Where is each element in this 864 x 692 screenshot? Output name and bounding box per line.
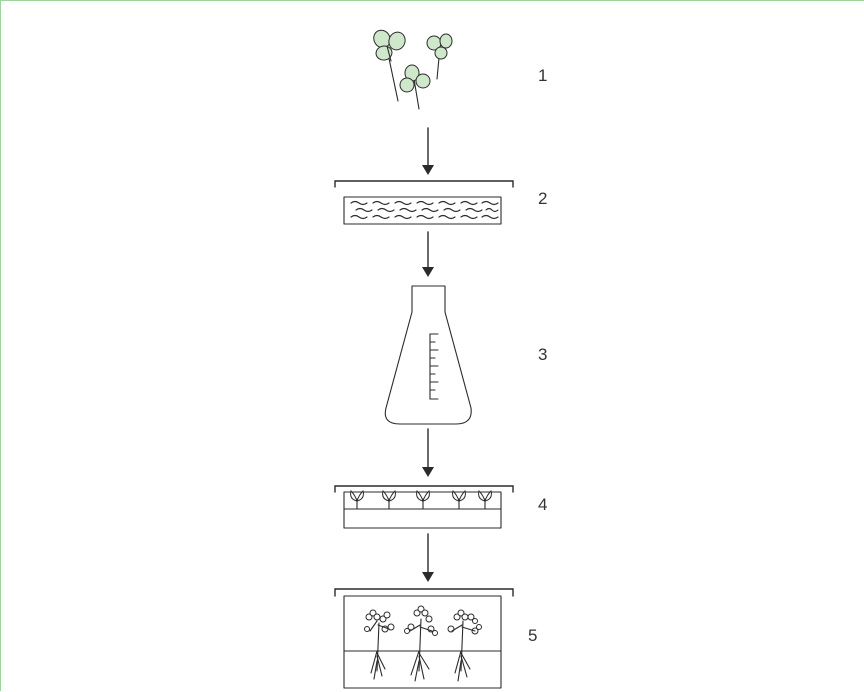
shoot-4 bbox=[452, 490, 466, 510]
tray-with-shoots-illustration bbox=[334, 485, 514, 529]
rooted-plant-2 bbox=[404, 605, 438, 682]
arrow-1-to-2 bbox=[422, 127, 434, 175]
shoot-5 bbox=[478, 490, 492, 510]
container-with-plants-illustration bbox=[334, 588, 514, 689]
tray-with-liquid-illustration bbox=[334, 180, 514, 225]
step-label-1: 1 bbox=[538, 66, 548, 85]
erlenmeyer-flask-illustration bbox=[384, 285, 472, 425]
seedling-right bbox=[426, 33, 453, 80]
seedling-left bbox=[373, 29, 406, 102]
arrow-2-to-3 bbox=[422, 231, 434, 277]
arrow-4-to-5 bbox=[422, 533, 434, 582]
step-label-4: 4 bbox=[538, 495, 548, 514]
seedling-middle bbox=[399, 64, 431, 110]
step-label-5: 5 bbox=[528, 626, 538, 645]
step-label-2: 2 bbox=[538, 189, 548, 208]
shoot-1 bbox=[350, 490, 364, 510]
shoot-3 bbox=[416, 490, 430, 510]
flask-graduations bbox=[429, 333, 439, 400]
rooted-plant-1 bbox=[364, 609, 395, 680]
seedlings-illustration bbox=[373, 29, 453, 110]
liquid-waves bbox=[350, 200, 499, 220]
shoot-2 bbox=[382, 490, 396, 510]
arrow-3-to-4 bbox=[422, 428, 434, 477]
step-label-3: 3 bbox=[538, 345, 548, 364]
rooted-plant-3 bbox=[447, 609, 482, 682]
